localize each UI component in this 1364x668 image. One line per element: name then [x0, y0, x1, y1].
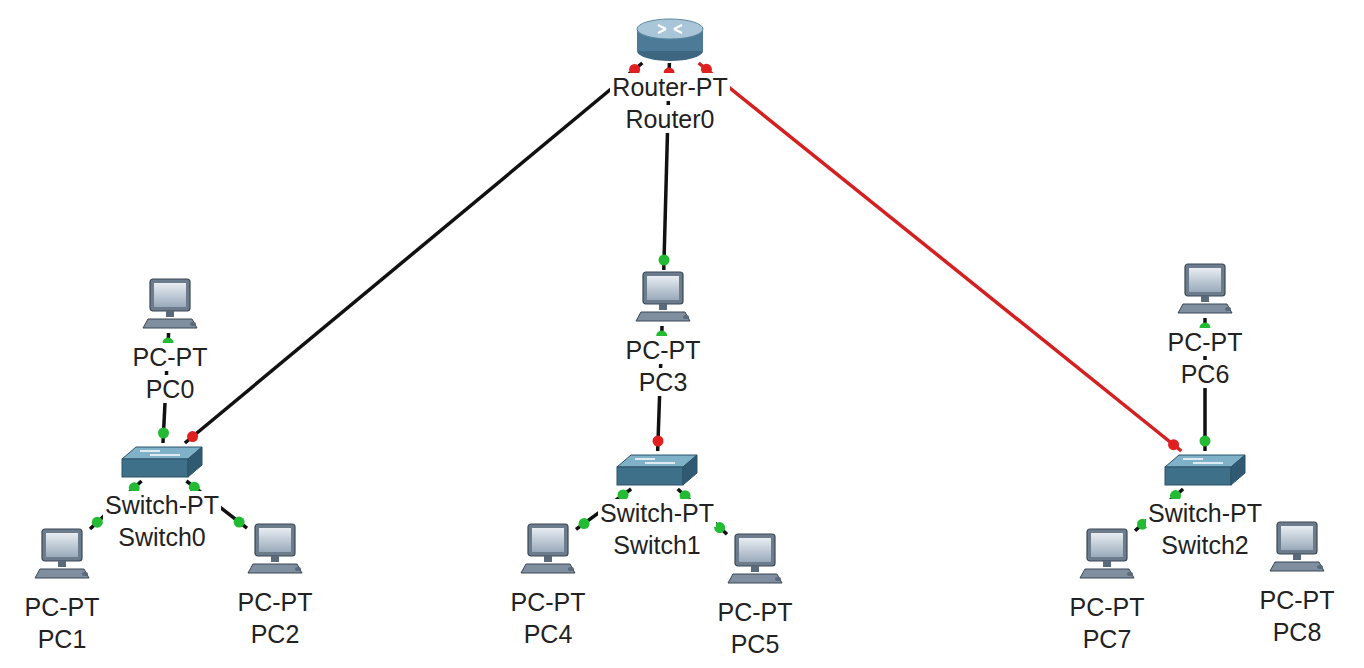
pc-icon [1079, 527, 1135, 583]
device-label: PC-PT [624, 334, 703, 366]
device-label: PC-PT [1068, 591, 1147, 623]
device-label: PC7 [1081, 623, 1134, 655]
switch-device: Switch-PT Switch2 [1146, 451, 1264, 561]
device-label-text: Switch0 [116, 523, 208, 551]
router-device: Router-PT Router0 [610, 17, 729, 135]
device-label-text: Switch-PT [1146, 499, 1264, 527]
device-label-text: Switch2 [1159, 531, 1251, 559]
device-label: Router-PT [610, 71, 729, 103]
device-label: PC6 [1179, 358, 1232, 390]
device-label: PC5 [729, 628, 782, 660]
device-label-text: PC3 [637, 368, 690, 396]
device-label: PC3 [637, 366, 690, 398]
device-label-text: PC7 [1081, 625, 1134, 653]
device-label-text: PC-PT [23, 593, 102, 621]
pc-icon [1269, 520, 1325, 576]
device-label: PC-PT [716, 596, 795, 628]
device-label-text: PC4 [522, 620, 575, 648]
device-label: PC-PT [236, 586, 315, 618]
device-label: PC1 [36, 623, 89, 655]
pc-icon [142, 277, 198, 333]
link-group [699, 63, 1182, 451]
switch-icon [1163, 451, 1247, 489]
link-light [158, 428, 169, 439]
pc-device: PC-PT PC7 [1068, 527, 1147, 655]
pc-device: PC-PT PC4 [509, 522, 588, 650]
device-label: Switch-PT [1146, 497, 1264, 529]
device-label: PC8 [1271, 616, 1324, 648]
device-label-text: Router-PT [610, 73, 729, 101]
device-label-text: PC-PT [509, 588, 588, 616]
device-label: PC2 [249, 618, 302, 650]
device-label: Switch-PT [103, 489, 221, 521]
switch-icon [120, 443, 204, 481]
pc-device: PC-PT PC6 [1166, 262, 1245, 390]
device-label-text: PC5 [729, 630, 782, 658]
device-label: PC-PT [131, 341, 210, 373]
link-light [653, 436, 664, 447]
switch-icon [615, 451, 699, 489]
pc-device: PC-PT PC1 [23, 527, 102, 655]
pc-device: PC-PT PC0 [131, 277, 210, 405]
device-label: PC-PT [23, 591, 102, 623]
pc-device: PC-PT PC2 [236, 522, 315, 650]
switch-device: Switch-PT Switch1 [598, 451, 716, 561]
device-label-text: PC-PT [236, 588, 315, 616]
network-cable [699, 63, 1182, 451]
pc-icon [520, 522, 576, 578]
device-label-text: Router0 [624, 105, 717, 133]
link-light [234, 517, 245, 528]
device-label-text: Switch-PT [598, 499, 716, 527]
pc-device: PC-PT PC5 [716, 532, 795, 660]
device-label-text: PC6 [1179, 360, 1232, 388]
link-light [659, 255, 670, 266]
device-label-text: PC-PT [1166, 328, 1245, 356]
pc-icon [1177, 262, 1233, 318]
device-label: PC-PT [1258, 584, 1337, 616]
device-label: Switch0 [116, 521, 208, 553]
device-label-text: PC8 [1271, 618, 1324, 646]
device-label: PC-PT [1166, 326, 1245, 358]
device-label-text: PC-PT [1258, 586, 1337, 614]
device-label-text: PC-PT [716, 598, 795, 626]
device-label-text: PC-PT [1068, 593, 1147, 621]
device-label: Switch-PT [598, 497, 716, 529]
device-label-text: PC-PT [624, 336, 703, 364]
link-light [579, 518, 590, 529]
pc-device: PC-PT PC8 [1258, 520, 1337, 648]
device-label-text: PC-PT [131, 343, 210, 371]
pc-icon [34, 527, 90, 583]
router-icon [634, 17, 706, 63]
device-label: PC4 [522, 618, 575, 650]
pc-device: PC-PT PC3 [624, 270, 703, 398]
device-label-text: Switch1 [611, 531, 703, 559]
device-label: Switch2 [1159, 529, 1251, 561]
link-light [187, 431, 198, 442]
device-label-text: PC1 [36, 625, 89, 653]
device-label: Switch1 [611, 529, 703, 561]
link-light [1200, 436, 1211, 447]
link-light [92, 517, 103, 528]
device-label-text: Switch-PT [103, 491, 221, 519]
link-group [185, 63, 642, 443]
network-cable [185, 63, 642, 443]
device-label: PC-PT [509, 586, 588, 618]
device-label: Router0 [624, 103, 717, 135]
device-label-text: PC2 [249, 620, 302, 648]
link-light [1168, 439, 1179, 450]
pc-icon [635, 270, 691, 326]
pc-icon [247, 522, 303, 578]
switch-device: Switch-PT Switch0 [103, 443, 221, 553]
device-label-text: PC0 [144, 375, 197, 403]
device-label: PC0 [144, 373, 197, 405]
pc-icon [727, 532, 783, 588]
